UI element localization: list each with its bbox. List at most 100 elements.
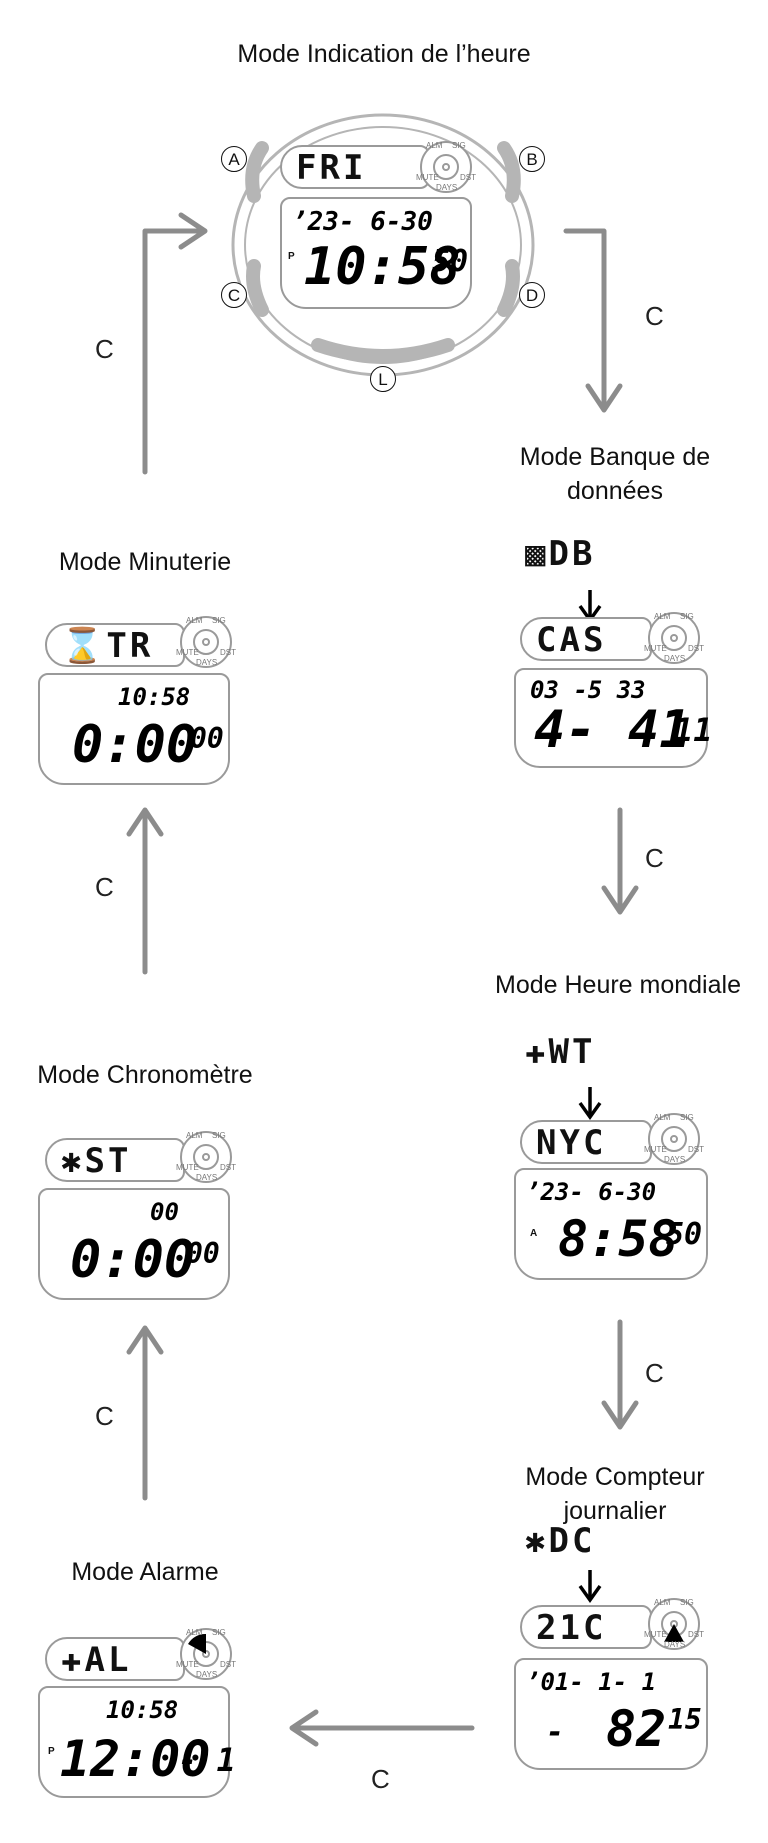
button-d-label: D — [519, 282, 545, 308]
dial-label-dst: DST — [220, 1660, 236, 1669]
daycounter-top-display: 21C — [520, 1605, 652, 1649]
daycounter-small: 15 — [668, 1703, 702, 1736]
worldtime-seconds: 50 — [666, 1217, 703, 1252]
pm-indicator: P — [48, 1746, 55, 1757]
timer-main-display: 10:58 0:00 00 — [38, 673, 230, 785]
pm-indicator: P — [288, 251, 295, 262]
stopwatch-hundredths: 00 — [186, 1237, 220, 1270]
dial-label-dst: DST — [220, 1163, 236, 1172]
databank-mode-code: ▩DB — [525, 534, 596, 574]
dial-label-dst: DST — [688, 1630, 704, 1639]
button-a-label: A — [221, 146, 247, 172]
stopwatch-icon: ✱ — [61, 1141, 85, 1181]
arrow-label-c: C — [645, 301, 664, 331]
dial-label-mute: MUTE — [176, 1660, 199, 1669]
dial-label-sig: SIG — [212, 1131, 226, 1140]
timer-time-small: 10:58 — [118, 683, 191, 711]
databank-line1: 03 -5 33 — [530, 676, 646, 704]
time-readout: 10:58 — [304, 237, 461, 297]
timer-time: 0:00 — [72, 715, 198, 775]
dial-label-alm: ALM — [654, 612, 671, 621]
alarm-top-display: ✚AL — [45, 1637, 185, 1681]
timekeeping-title: Mode Indication de l’heure — [237, 40, 531, 68]
dial-label-mute: MUTE — [176, 1163, 199, 1172]
button-b-label: B — [519, 146, 545, 172]
dial-label-alm: ALM — [186, 616, 203, 625]
alarm-main-display: 10:58 P 12:00 - 1 — [38, 1686, 236, 1798]
dial-label-alm: ALM — [654, 1598, 671, 1607]
timer-code: ⌛TR — [61, 626, 154, 666]
alarm-number: - 1 — [178, 1741, 236, 1779]
timer-seconds: 00 — [190, 722, 224, 755]
stopwatch-main-display: 00 0:00 00 — [38, 1188, 230, 1300]
date-readout: ’23- 6-30 — [292, 207, 433, 237]
arrow-label-c: C — [95, 872, 114, 902]
worldtime-title: Mode Heure mondiale — [495, 971, 741, 999]
city-code: NYC — [536, 1123, 607, 1163]
dial-label-sig: SIG — [680, 1113, 694, 1122]
alarm-time: 12:00 — [60, 1730, 211, 1788]
dial-label-sig: SIG — [452, 141, 466, 150]
dial-label-dst: DST — [220, 648, 236, 657]
arrow-label-c: C — [95, 1401, 114, 1431]
dial-label-days: DAYS — [436, 183, 458, 192]
day-code: FRI — [296, 148, 367, 188]
am-indicator: A — [530, 1228, 538, 1239]
alarm-title: Mode Alarme — [71, 1558, 219, 1586]
dial-label-days: DAYS — [196, 1670, 218, 1679]
databank-line2-small: 11 — [674, 711, 713, 749]
daycounter-count: 82 — [606, 1700, 667, 1758]
arrow-label-c: C — [645, 1358, 664, 1388]
stopwatch-code: ✱ST — [61, 1141, 132, 1181]
dial-label-mute: MUTE — [176, 648, 199, 657]
seconds-readout: 50 — [432, 244, 469, 279]
timekeeping-main-display: ’23- 6-30 P 10:58 50 — [280, 197, 472, 309]
dial-label-alm: ALM — [654, 1113, 671, 1122]
dial-label-sig: SIG — [212, 616, 226, 625]
dial-label-mute: MUTE — [644, 1630, 667, 1639]
dial-label-days: DAYS — [196, 1173, 218, 1182]
dial-label-dst: DST — [460, 173, 476, 182]
stopwatch-small: 00 — [150, 1198, 179, 1226]
dial-label-alm: ALM — [186, 1628, 203, 1637]
daycounter-main-display: ’01- 1- 1 - 82 15 — [514, 1658, 708, 1770]
arrow-label-c: C — [645, 843, 664, 873]
worldtime-top-display: NYC — [520, 1120, 652, 1164]
arrow-label-c: C — [371, 1764, 390, 1794]
dial-label-days: DAYS — [664, 654, 686, 663]
globe-icon: ✚ — [525, 1032, 549, 1072]
button-l-label: L — [370, 366, 396, 392]
daycounter-code: 21C — [536, 1608, 607, 1648]
dial-label-sig: SIG — [212, 1628, 226, 1637]
dial-label-dst: DST — [688, 644, 704, 653]
arrow-time-to-databank — [563, 228, 607, 411]
alarm-code: ✚AL — [61, 1640, 132, 1680]
stopwatch-time: 0:00 — [70, 1230, 196, 1290]
timer-top-display: ⌛TR — [45, 623, 185, 667]
alarm-icon: ✚ — [61, 1640, 85, 1680]
worldtime-time: 8:58 — [558, 1210, 679, 1268]
worldtime-main-display: ’23- 6-30 A 8:58 50 — [514, 1168, 708, 1280]
dial-label-alm: ALM — [426, 141, 443, 150]
timekeeping-top-display: FRI — [280, 145, 430, 189]
timer-title: Mode Minuterie — [58, 548, 232, 576]
daycounter-dash: - — [546, 1715, 565, 1750]
alarm-time-small: 10:58 — [106, 1696, 179, 1724]
daycounter-date: ’01- 1- 1 — [526, 1668, 657, 1696]
stopwatch-top-display: ✱ST — [45, 1138, 185, 1182]
dial-label-mute: MUTE — [644, 644, 667, 653]
worldtime-mode-code: ✚WT — [525, 1032, 596, 1072]
timer-icon: ⌛ — [61, 626, 107, 666]
dial-label-mute: MUTE — [644, 1145, 667, 1154]
databank-top-display: CAS — [520, 617, 652, 661]
stopwatch-title: Mode Chronomètre — [37, 1061, 253, 1089]
dial-label-days: DAYS — [196, 658, 218, 667]
dial-label-days: DAYS — [664, 1155, 686, 1164]
